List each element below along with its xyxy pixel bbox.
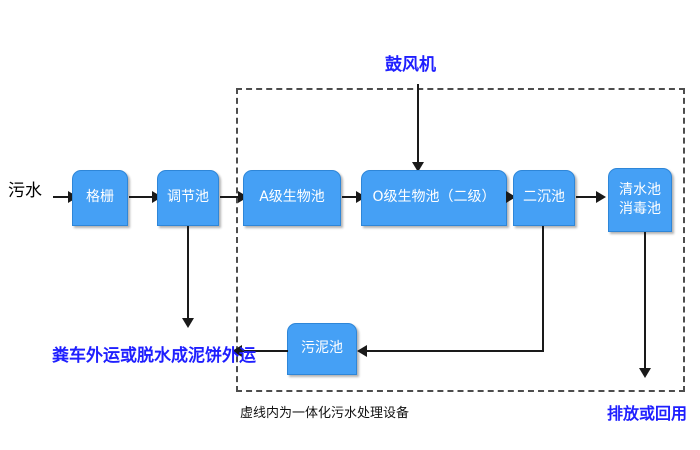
connector-clearwater-to-effluent xyxy=(644,232,646,372)
sludge-outlet-label: 粪车外运或脱水成泥饼外运 xyxy=(52,346,256,366)
connector-clearwater-to-effluent-arrow xyxy=(639,368,651,378)
node-regulating-tank[interactable]: 调节池 xyxy=(157,170,219,226)
connector-secondary-to-sludge-vertical xyxy=(542,226,544,352)
integrated-equipment-boundary xyxy=(236,88,685,392)
equipment-caption: 虚线内为一体化污水处理设备 xyxy=(240,406,410,421)
connector-secondary-to-sludge-arrow xyxy=(357,345,367,357)
inlet-connector-line xyxy=(53,196,70,198)
node-secondary-clarifier[interactable]: 二沉池 xyxy=(513,170,575,226)
connector-sludge-to-outlet xyxy=(240,350,288,352)
connector-secondary-to-sludge-horizontal xyxy=(364,350,544,352)
node-clearwater-disinfection-tank[interactable]: 清水池 消毒池 xyxy=(608,168,672,232)
effluent-label: 排放或回用 xyxy=(607,404,688,423)
connector-regulating-to-sludge-outlet-arrow xyxy=(182,318,194,328)
node-grille[interactable]: 格栅 xyxy=(72,170,128,226)
connector-regulating-to-astage xyxy=(220,196,242,198)
blower-label: 鼓风机 xyxy=(385,55,436,75)
connector-secondary-to-clearwater-arrow xyxy=(596,191,606,203)
connector-regulating-to-sludge-outlet xyxy=(187,226,189,320)
node-o-stage-bioreactor[interactable]: O级生物池（二级） xyxy=(361,170,507,226)
node-a-stage-bioreactor[interactable]: A级生物池 xyxy=(243,170,341,226)
connector-astage-to-ostage xyxy=(342,196,360,198)
connector-secondary-to-clearwater xyxy=(576,196,600,198)
connector-sludge-to-outlet-arrow xyxy=(232,345,242,357)
connector-ostage-to-secondary-arrow xyxy=(506,191,516,203)
node-sludge-tank[interactable]: 污泥池 xyxy=(287,323,357,375)
connector-grille-to-regulating xyxy=(129,196,154,198)
inlet-label: 污水 xyxy=(8,181,42,201)
blower-connector-line xyxy=(417,84,419,164)
blower-arrow-head xyxy=(412,162,424,172)
